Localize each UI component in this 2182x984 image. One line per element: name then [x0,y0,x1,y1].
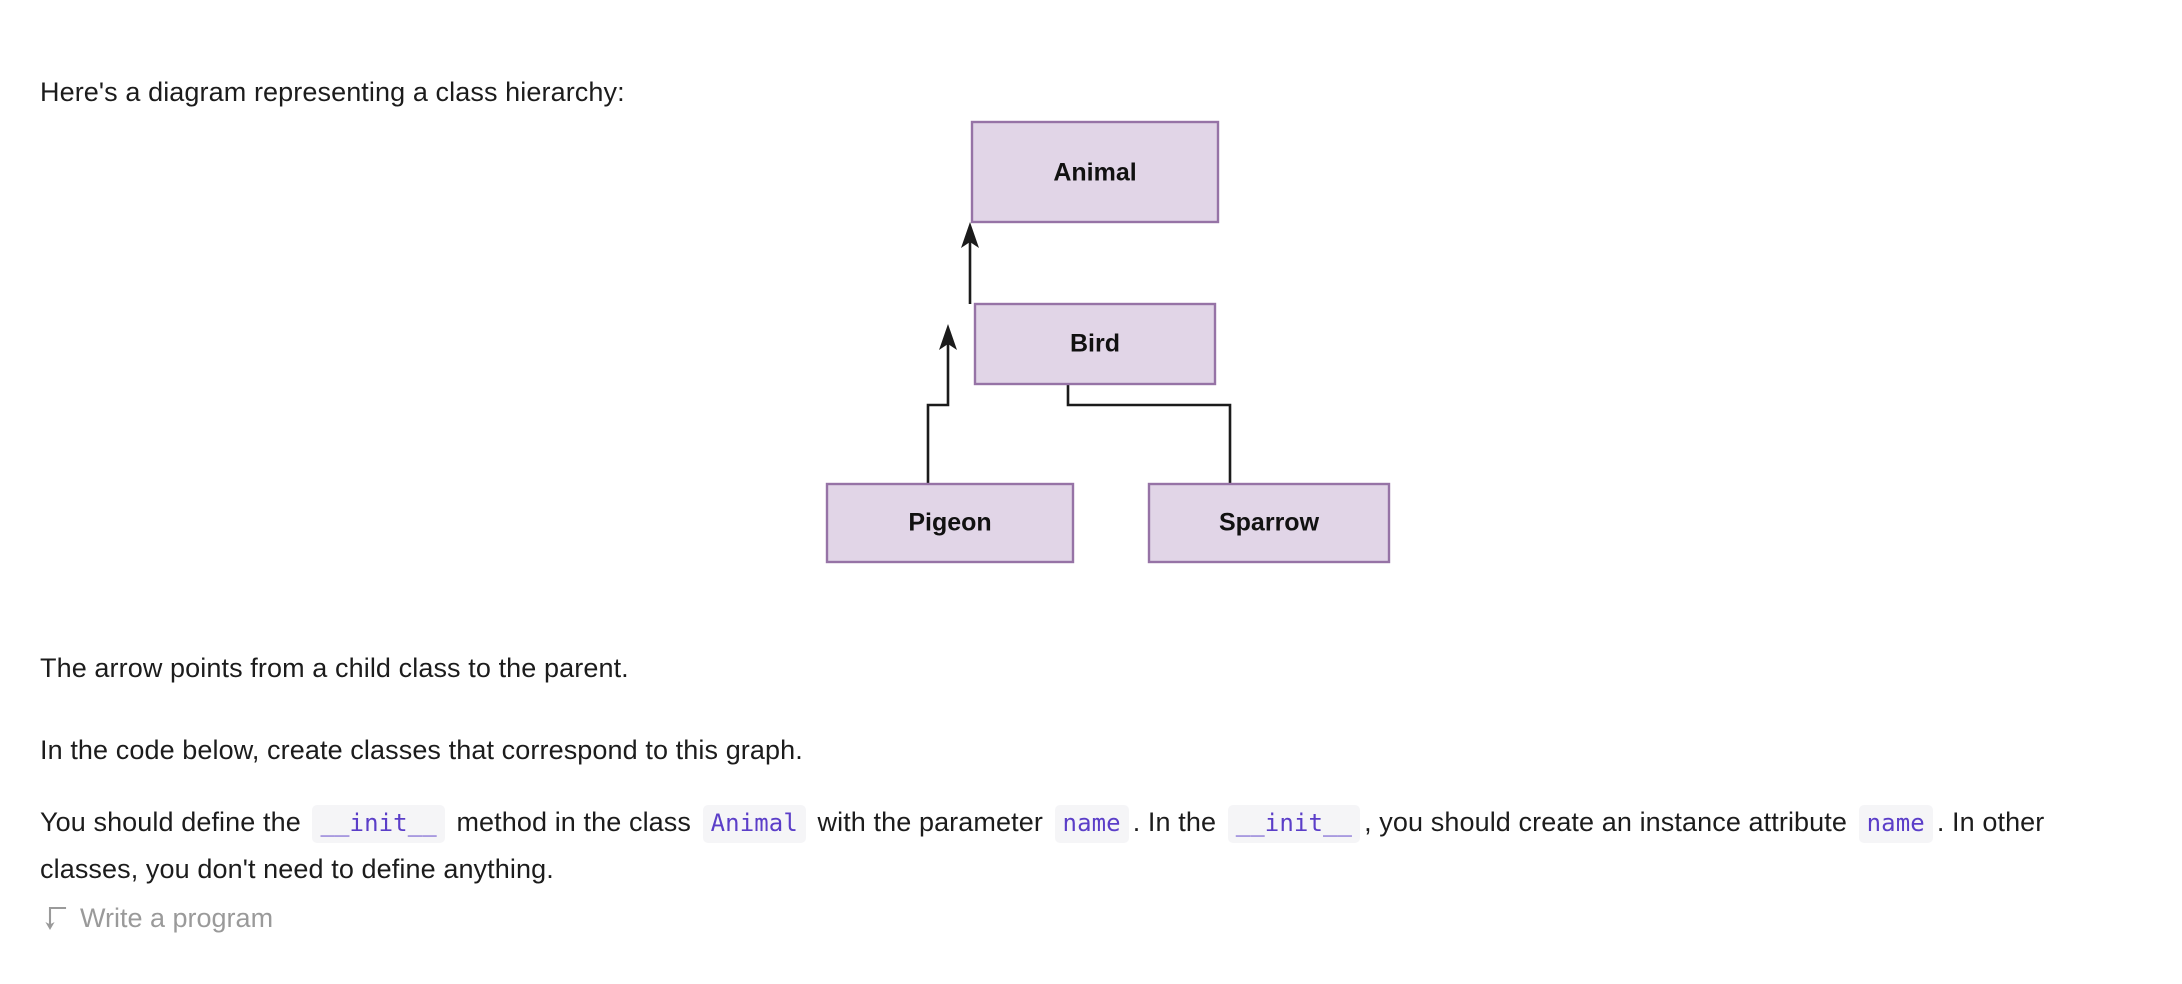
task-paragraph: You should define the __init__ method in… [40,799,2130,893]
inline-code-init-1: __init__ [312,805,445,843]
arrow-note-paragraph: The arrow points from a child class to t… [40,653,629,683]
edge-pigeon-to-bird [926,324,957,484]
arrow-turn-down-icon [40,903,68,933]
inline-code-name-1: name [1054,805,1129,843]
inline-code-animal: Animal [702,805,806,843]
inline-code-init-2: __init__ [1227,805,1361,843]
diagram-node-label-bird: Bird [1070,330,1120,358]
diagram-node-pigeon[interactable]: Pigeon [825,482,1075,564]
diagram-node-label-pigeon: Pigeon [908,509,991,537]
write-program-label: Write a program [80,903,274,933]
diagram-node-label-animal: Animal [1053,159,1136,187]
diagram-node-sparrow[interactable]: Sparrow [1147,482,1391,564]
inline-code-name-2: name [1858,805,1933,843]
task-text-seg-1: You should define the [40,807,301,837]
class-hierarchy-diagram: Animal Bird Pigeon Sparrow [820,108,1420,588]
write-program-hint[interactable]: Write a program [40,898,273,938]
task-text-seg-5: , you should create an instance attribut… [1364,807,1848,837]
task-text-seg-6: . In other classes, you don't need to de… [40,807,2045,884]
edge-bird-to-animal [961,222,979,304]
diagram-node-label-sparrow: Sparrow [1219,509,1320,537]
task-text-seg-2: method in the class [456,807,691,837]
task-text-seg-4: . In the [1132,807,1217,837]
task-text-seg-3: with the parameter [817,807,1043,837]
diagram-node-bird[interactable]: Bird [973,302,1217,386]
instruction-paragraph: In the code below, create classes that c… [40,735,803,765]
diagram-node-animal[interactable]: Animal [970,120,1220,224]
intro-paragraph: Here's a diagram representing a class hi… [40,77,625,107]
